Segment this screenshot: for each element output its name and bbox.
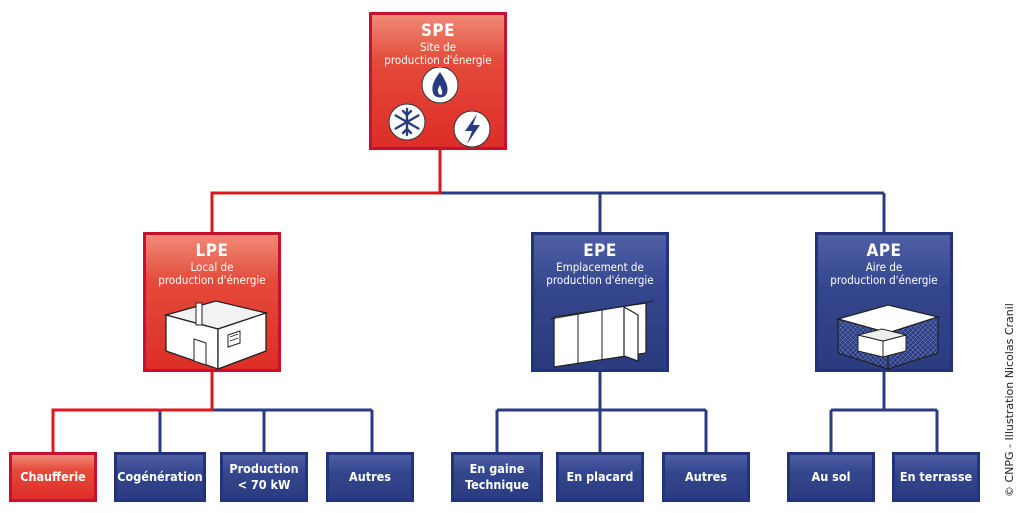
node-spe-title: SPE xyxy=(420,21,456,41)
node-spe-subtitle: Site de production d'énergie xyxy=(384,40,492,67)
node-epe-title: EPE xyxy=(583,241,617,261)
lightning-icon xyxy=(453,110,491,147)
node-epe: EPE Emplacement de production d'énergie xyxy=(531,232,669,372)
node-ape: APE Aire de production d'énergie xyxy=(815,232,953,372)
leaf-chaufferie: Chaufferie xyxy=(9,452,97,502)
node-lpe-title: LPE xyxy=(195,241,229,261)
leaf-autres-epe: Autres xyxy=(662,452,750,502)
leaf-autres-lpe: Autres xyxy=(326,452,414,502)
node-spe: SPE Site de production d'énergie xyxy=(369,12,507,150)
node-lpe-subtitle: Local de production d'énergie xyxy=(158,260,266,287)
credit-text: © CNPG - Illustration Nicolas Cranil xyxy=(1003,303,1016,497)
leaf-cogeneration: Cogénération xyxy=(114,452,206,502)
leaf-en-placard: En placard xyxy=(556,452,644,502)
leaf-production-70kw: Production < 70 kW xyxy=(220,452,308,502)
connector-lpe-chaufferie xyxy=(51,372,214,452)
cabinet-illustration xyxy=(549,300,655,368)
snowflake-icon xyxy=(388,103,426,141)
flame-icon xyxy=(421,67,459,104)
node-ape-subtitle: Aire de production d'énergie xyxy=(830,260,938,287)
connector-spe-lpe xyxy=(210,150,442,232)
leaf-au-sol: Au sol xyxy=(787,452,875,502)
leaf-en-gaine-technique: En gaine Technique xyxy=(451,452,543,502)
node-ape-title: APE xyxy=(866,241,902,261)
fenced-area-illustration xyxy=(835,304,941,370)
node-epe-subtitle: Emplacement de production d'énergie xyxy=(546,260,654,287)
node-lpe: LPE Local de production d'énergie xyxy=(143,232,281,372)
leaf-en-terrasse: En terrasse xyxy=(892,452,980,502)
boiler-room-illustration xyxy=(163,300,269,370)
